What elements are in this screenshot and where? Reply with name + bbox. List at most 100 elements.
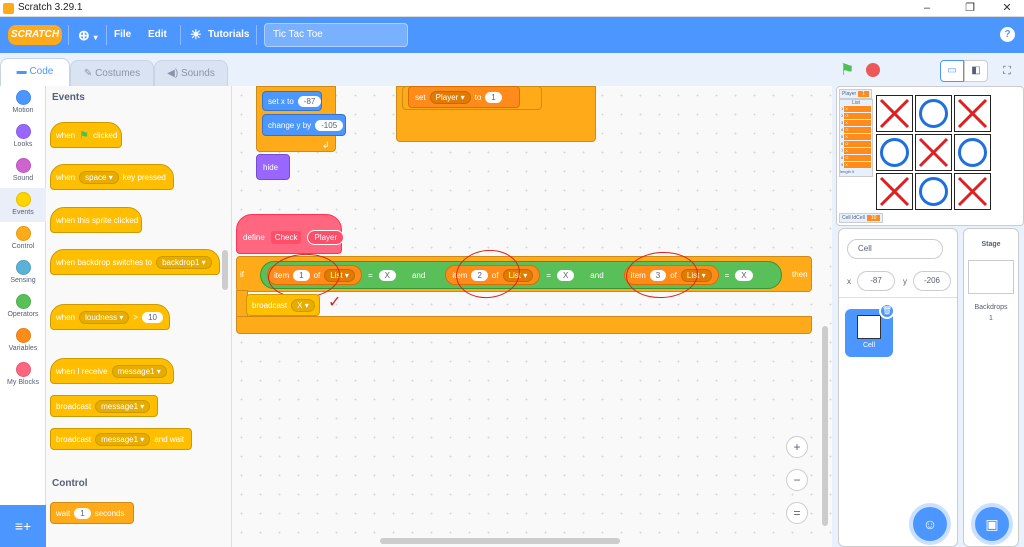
when-flag-clicked-block[interactable]: when⚑clicked: [50, 122, 122, 148]
maximize-button[interactable]: ❐: [965, 2, 975, 14]
dropdown-value: message1: [117, 366, 155, 376]
broadcast-x-dropdown[interactable]: X ▾: [291, 298, 315, 312]
board-cell[interactable]: [915, 95, 952, 132]
list-dropdown[interactable]: List ▾: [680, 268, 712, 282]
list-dropdown[interactable]: List ▾: [324, 268, 355, 282]
file-menu[interactable]: File: [114, 29, 132, 40]
wait-input[interactable]: 1: [74, 507, 91, 519]
set-x-input[interactable]: -87: [297, 95, 322, 107]
item-index-input[interactable]: 2: [471, 269, 488, 281]
stop-icon[interactable]: [866, 63, 880, 77]
item-index-input[interactable]: 3: [649, 269, 667, 281]
choose-sprite-icon[interactable]: ☺: [913, 507, 947, 541]
globe-icon[interactable]: ⊕ ▾: [78, 27, 98, 43]
category-operators[interactable]: Operators: [0, 290, 46, 324]
help-icon[interactable]: ?: [1000, 27, 1015, 42]
backdrop-dropdown[interactable]: backdrop1 ▾: [156, 255, 212, 269]
category-variables[interactable]: Variables: [0, 324, 46, 358]
board-cell[interactable]: [876, 173, 913, 210]
board-cell[interactable]: [954, 173, 991, 210]
compare-value-input[interactable]: X: [556, 269, 575, 281]
project-title-input[interactable]: Tic Tac Toe: [264, 23, 408, 47]
board-cell[interactable]: [954, 95, 991, 132]
large-stage-icon[interactable]: ◧: [964, 60, 988, 82]
y-input[interactable]: -206: [913, 271, 951, 291]
change-y-input[interactable]: -105: [315, 119, 344, 131]
stage-selector[interactable]: Stage Backdrops 1 ▣: [963, 228, 1019, 547]
edit-menu[interactable]: Edit: [148, 29, 167, 40]
change-y-block[interactable]: change y by-105: [262, 114, 346, 136]
workspace-vscroll[interactable]: [822, 326, 828, 526]
tutorials-menu[interactable]: Tutorials: [208, 29, 250, 40]
category-my-blocks[interactable]: My Blocks: [0, 358, 46, 392]
category-sensing[interactable]: Sensing: [0, 256, 46, 290]
board-cell[interactable]: [954, 134, 991, 171]
o-mark-icon: [919, 177, 948, 206]
trash-icon[interactable]: 🗑: [879, 303, 895, 319]
fullscreen-icon[interactable]: ⛶: [1003, 65, 1011, 77]
minimize-button[interactable]: –: [923, 2, 931, 14]
zoom-in-button[interactable]: +: [786, 436, 808, 458]
category-looks[interactable]: Looks: [0, 120, 46, 154]
category-control[interactable]: Control: [0, 222, 46, 256]
when-sprite-clicked-block[interactable]: when this sprite clicked: [50, 207, 142, 233]
item-index-input[interactable]: 1: [293, 269, 310, 281]
board-cell[interactable]: [876, 134, 913, 171]
zoom-out-button[interactable]: −: [786, 469, 808, 491]
set-x-block[interactable]: set x to-87: [262, 91, 322, 111]
key-dropdown[interactable]: space ▾: [79, 170, 119, 184]
category-events[interactable]: Events: [0, 188, 46, 222]
category-dot-icon: [15, 226, 31, 241]
tab-sounds[interactable]: ◀) Sounds: [154, 60, 228, 86]
zoom-reset-button[interactable]: =: [786, 502, 808, 524]
message-dropdown[interactable]: message1 ▾: [111, 364, 167, 378]
green-flag-icon[interactable]: ⚑: [840, 62, 855, 79]
choose-backdrop-icon[interactable]: ▣: [975, 507, 1009, 541]
category-sound[interactable]: Sound: [0, 154, 46, 188]
close-button[interactable]: ✕: [1002, 2, 1012, 14]
tab-costumes[interactable]: ✎ Costumes: [70, 60, 154, 86]
loudness-input[interactable]: 10: [142, 311, 163, 323]
compare-value-input[interactable]: X: [735, 269, 753, 281]
broadcast-dropdown[interactable]: message1 ▾: [95, 399, 151, 413]
variable-dropdown[interactable]: Player ▾: [429, 90, 471, 104]
scratch-logo[interactable]: SCRATCH: [8, 25, 62, 45]
category-label: Looks: [13, 141, 33, 148]
list-dropdown[interactable]: List ▾: [502, 268, 534, 282]
board-cell[interactable]: [876, 95, 913, 132]
sprite-name-input[interactable]: Cell: [847, 239, 943, 259]
broadcast-wait-dropdown[interactable]: message1 ▾: [95, 432, 151, 446]
category-motion[interactable]: Motion: [0, 86, 46, 120]
board-cell[interactable]: [915, 173, 952, 210]
small-stage-icon[interactable]: ▭: [940, 60, 964, 82]
proc-arg[interactable]: Player: [307, 229, 345, 245]
compare-value-input[interactable]: X: [378, 269, 396, 281]
palette-scrollbar[interactable]: [222, 250, 228, 290]
define-block[interactable]: define Check Player: [236, 214, 345, 254]
workspace-hscroll[interactable]: [380, 538, 620, 544]
set-variable-input[interactable]: 1: [485, 91, 502, 103]
tab-code[interactable]: ▬ Code: [0, 58, 70, 86]
add-extension-icon[interactable]: ≡+: [0, 505, 46, 547]
backdrop-thumbnail[interactable]: [968, 260, 1014, 294]
loudness-dropdown[interactable]: loudness ▾: [79, 310, 130, 324]
x-input[interactable]: -87: [857, 271, 895, 291]
hide-block[interactable]: hide: [256, 154, 290, 180]
board-cell[interactable]: [915, 134, 952, 171]
